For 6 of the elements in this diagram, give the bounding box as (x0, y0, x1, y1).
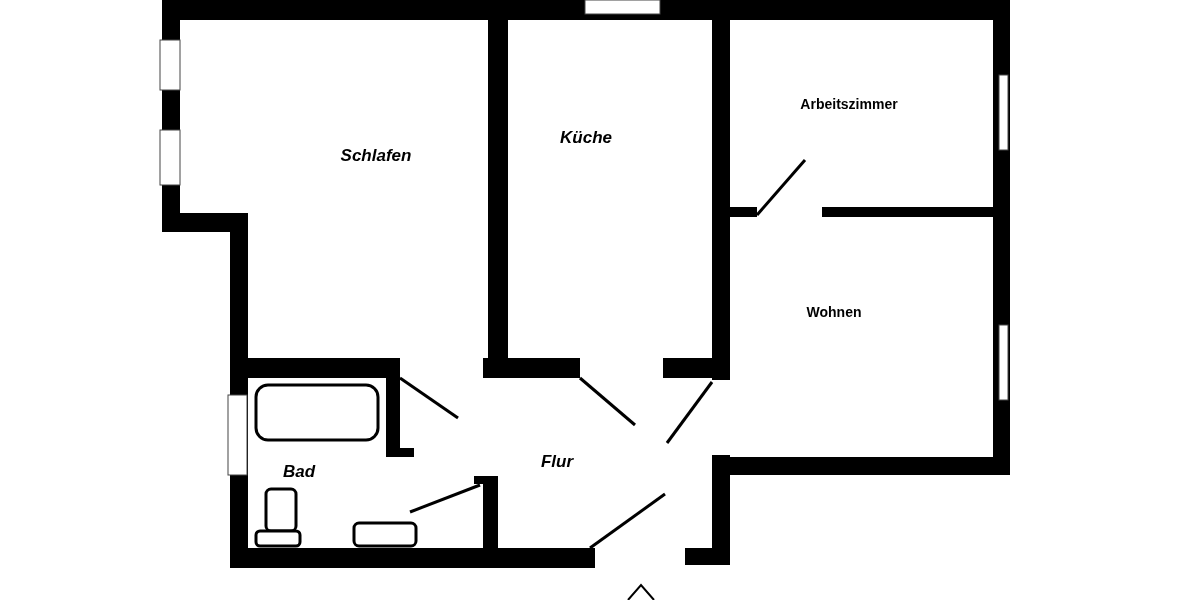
room-label: Flur (540, 451, 574, 474)
room-label: Schlafen (340, 145, 412, 168)
room-label: Küche (560, 127, 612, 150)
room-label: Arbeitszimmer (800, 94, 898, 114)
room-label: Bad (282, 461, 316, 484)
room-label: Wohnen (806, 302, 862, 322)
